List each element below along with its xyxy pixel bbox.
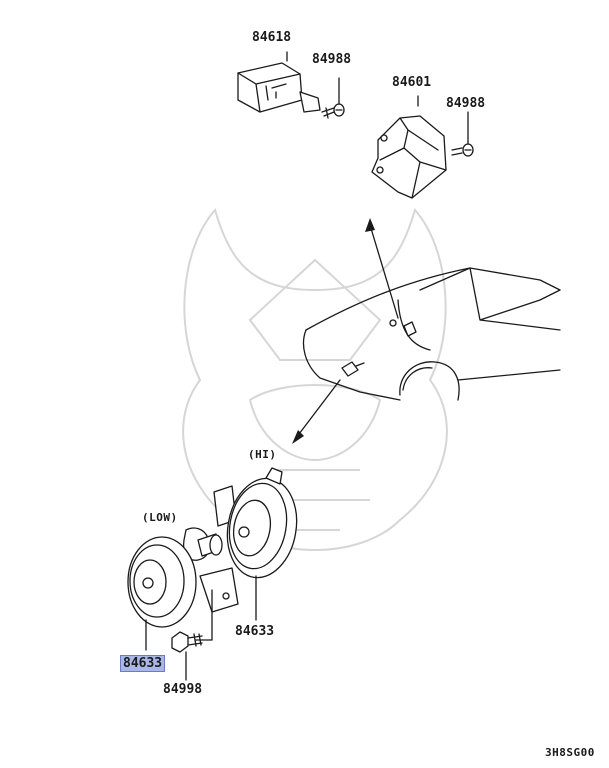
horn-low-tag: (LOW) <box>142 511 178 524</box>
horn-low-part-number[interactable]: 84633 <box>120 655 166 672</box>
car-outline-drawing <box>302 267 561 401</box>
horn-hi-tag: (HI) <box>248 448 277 461</box>
relay-screw-drawing <box>321 77 345 119</box>
relay-screw-part-number: 84988 <box>312 52 352 67</box>
bracket-screw-part-number: 84988 <box>446 96 486 111</box>
bracket-part-number: 84601 <box>392 75 432 90</box>
relay-part-number: 84618 <box>252 30 292 45</box>
horn-bracket-drawing <box>371 95 447 199</box>
bracket-screw-drawing <box>451 111 474 157</box>
bolt-part-number: 84998 <box>163 682 203 697</box>
diagram-code: 3H8SG00 <box>545 746 595 759</box>
pointer-arrows <box>292 218 399 444</box>
horn-relay-drawing <box>237 51 321 113</box>
bolt-drawing <box>171 631 203 653</box>
horn-hi-part-number: 84633 <box>235 624 275 639</box>
horn-low-drawing <box>127 527 239 628</box>
horn-hi-drawing <box>213 467 298 579</box>
leader-lines <box>145 575 257 681</box>
watermark-emblem <box>182 207 448 551</box>
